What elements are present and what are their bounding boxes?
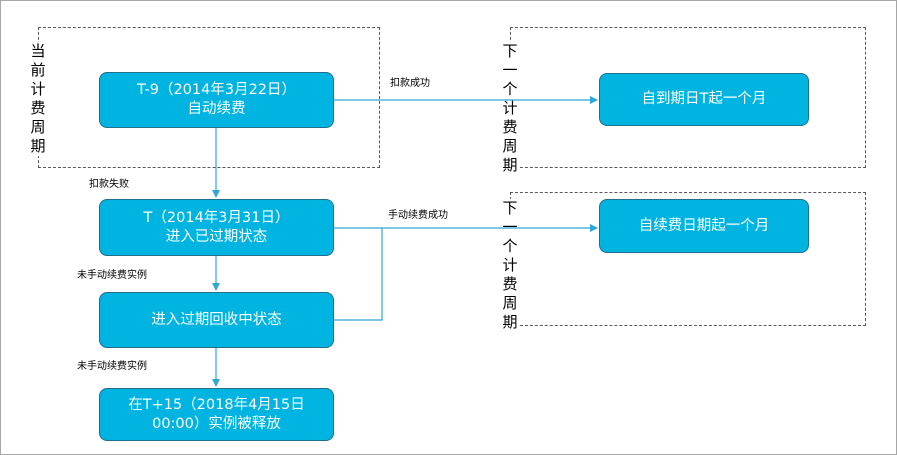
node-released-line1: 在T+15（2018年4月15日: [128, 396, 305, 413]
node-released: 在T+15（2018年4月15日 00:00）实例被释放: [99, 388, 334, 441]
next-period-label-bottom: 下一个计费周期: [501, 199, 519, 332]
node-released-line2: 00:00）实例被释放: [152, 415, 281, 432]
label-deduct-fail: 扣款失败: [89, 179, 129, 190]
label-not-renewed-1: 未手动续费实例: [77, 270, 147, 281]
node-recycling-line1: 进入过期回收中状态: [151, 311, 282, 328]
label-not-renewed-2: 未手动续费实例: [77, 361, 147, 372]
edge-recycling-renew: [334, 228, 383, 321]
node-next-from-expiry-line1: 自到期日T起一个月: [641, 91, 767, 107]
node-expired-line2: 进入已过期状态: [165, 228, 268, 245]
node-next-from-renew-date: 自续费日期起一个月: [599, 199, 809, 253]
node-expired-line1: T（2014年3月31日）: [143, 209, 290, 226]
node-auto-renew: T-9（2014年3月22日） 自动续费: [99, 72, 334, 128]
node-expired: T（2014年3月31日） 进入已过期状态: [99, 199, 334, 256]
label-deduct-success: 扣款成功: [390, 78, 430, 89]
node-auto-renew-line2: 自动续费: [187, 101, 246, 117]
node-auto-renew-line1: T-9（2014年3月22日）: [136, 82, 297, 98]
label-manual-renew-success: 手动续费成功: [388, 210, 448, 221]
next-period-label-top: 下一个计费周期: [501, 42, 519, 175]
node-next-from-renew-date-line1: 自续费日期起一个月: [638, 217, 770, 234]
node-recycling: 进入过期回收中状态: [99, 292, 334, 348]
node-next-from-expiry: 自到期日T起一个月: [599, 73, 809, 126]
current-period-label: 当前计费周期: [29, 42, 47, 156]
